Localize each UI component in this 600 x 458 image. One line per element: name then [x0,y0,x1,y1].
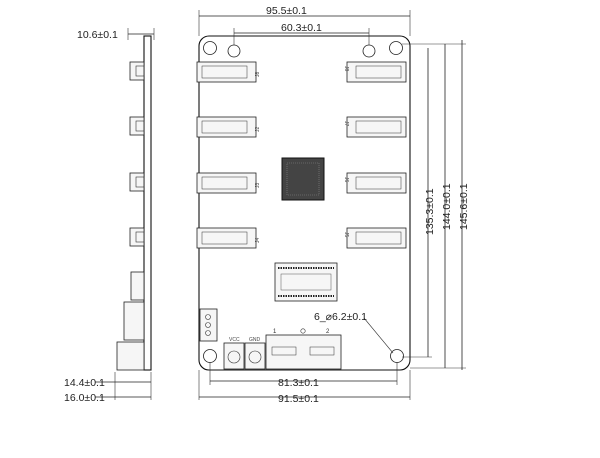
side-connector-4 [129,227,145,247]
connector-left-2-label: J2 [255,127,261,133]
dim-bottom-board-width: 91.5±0.1 [278,393,319,405]
side-connector-3-inner [135,176,145,188]
dim-top-hole-spacing: 60.3±0.1 [281,22,322,34]
connector-right-2-label: J7 [343,121,349,127]
power-jack-a: VCC [223,337,245,370]
board-outline [198,35,411,371]
connector-right-1-label: J8 [343,66,349,72]
dim-hole-spec: 6_⌀6.2±0.1 [314,311,367,323]
power-jack-b: GND [244,337,266,370]
connector-right-2: J7 [343,116,407,138]
mid-header-connector [274,262,338,302]
connector-right-1: J8 [343,61,407,83]
dim-height-overall: 145.6±0.1 [458,183,470,230]
dim-height-board: 144.0±0.1 [441,183,453,230]
terminal-block [199,308,218,342]
power-jack-a-label: VCC [229,337,240,343]
connector-right-4-label: J5 [343,232,349,238]
connector-right-3: J6 [343,172,407,194]
top-dimensions: 95.5±0.1 60.3±0.1 [198,5,411,45]
central-chip [281,157,325,201]
connector-left-3: J3 [196,172,261,194]
mounting-hole-top-left [203,41,217,55]
power-jack-b-label: GND [249,337,261,343]
dim-bottom-hole-spacing: 81.3±0.1 [278,377,319,389]
side-component-port [116,341,145,371]
side-connector-3 [129,172,145,192]
side-connector-2 [129,116,145,136]
side-connector-4-inner [135,231,145,243]
hole-callout-leader [363,317,394,354]
dim-side-bottom-inner: 14.4±0.1 [64,377,105,389]
mounting-hole-top-right [389,41,403,55]
bottom-port-block: 1 2 [265,328,342,370]
right-dimensions: 135.3±0.1 144.0±0.1 145.6±0.1 [402,40,470,370]
connector-left-2: J2 [196,116,261,138]
side-component-chip [130,271,145,301]
port-1-label: 1 [273,329,277,335]
side-connector-1-inner [135,65,145,77]
side-view: 10.6±0.1 14.4±0.1 16.0±0.1 [64,28,155,404]
connector-left-4-label: J4 [255,238,261,244]
connector-left-4: J4 [196,227,261,249]
dim-side-thickness: 10.6±0.1 [77,29,118,41]
connector-left-1: J8 [196,61,261,83]
connector-left-3-label: J3 [255,183,261,189]
connector-right-3-label: J6 [343,177,349,183]
connector-left-1-label: J8 [255,72,261,78]
side-connector-1 [129,61,145,81]
side-board-profile [143,35,152,371]
front-view: J8 J2 J3 J4 J8 J7 [196,35,411,371]
connector-right-4: J5 [343,227,407,249]
dim-side-bottom-outer: 16.0±0.1 [64,392,105,404]
dim-top-outer-width: 95.5±0.1 [266,5,307,17]
dim-height-hole-spacing: 135.3±0.1 [424,188,436,235]
side-connector-2-inner [135,120,145,132]
bottom-dimensions: 81.3±0.1 91.5±0.1 [198,362,411,405]
side-component-terminal [123,301,145,341]
port-2-label: 2 [326,329,330,335]
